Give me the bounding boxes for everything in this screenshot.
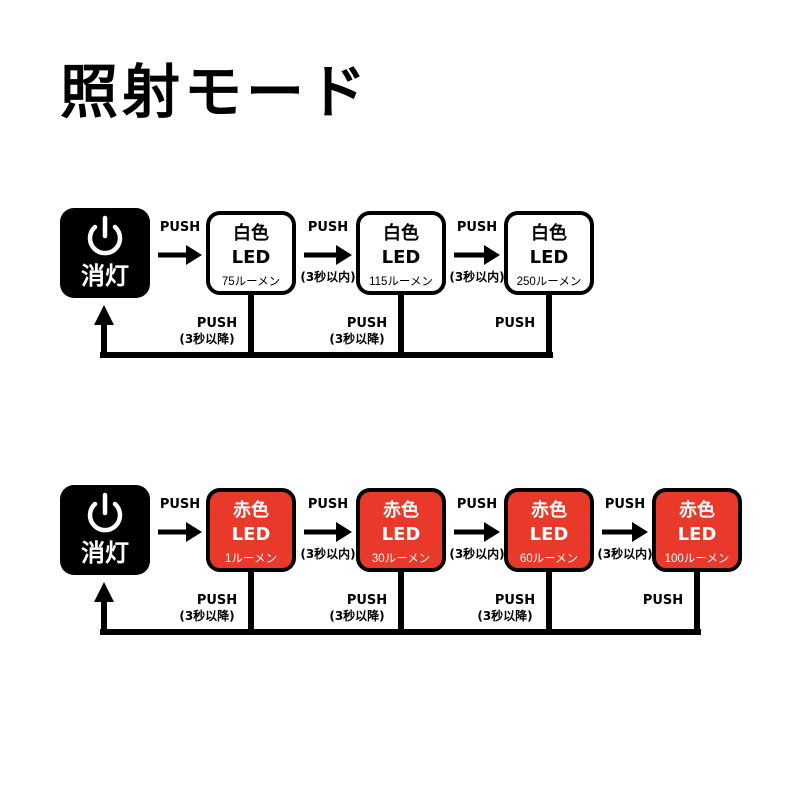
red_mode-return-label-4: PUSH (643, 593, 683, 608)
push-condition-label: (3秒以降) (329, 331, 384, 346)
lumen-label: 115ルーメン (369, 276, 433, 288)
push-label: PUSH (605, 497, 645, 512)
white_mode-led-box-1: 白色 LED 75ルーメン (206, 211, 296, 358)
push-label: PUSH (160, 220, 200, 235)
push-condition-label: (3秒以内) (300, 269, 355, 284)
arrow-head (484, 245, 500, 265)
push-label: PUSH (495, 316, 535, 331)
white_mode-return-label-3: PUSH (495, 316, 535, 331)
off-label: 消灯 (81, 539, 129, 567)
arrow-head (186, 522, 202, 542)
red_mode-return-label-3: PUSH(3秒以降) (477, 593, 535, 623)
led-type-label: LED (530, 524, 569, 545)
lumen-label: 30ルーメン (372, 553, 430, 565)
led-type-label: LED (530, 247, 569, 268)
led-box-bg (652, 488, 742, 572)
push-label: PUSH (197, 593, 237, 608)
white_mode-led-box-3: 白色 LED 250ルーメン (504, 211, 594, 358)
white_mode-led-box-2: 白色 LED 115ルーメン (356, 211, 446, 358)
led-color-label: 赤色 (531, 499, 567, 521)
led-box-bg (356, 211, 446, 295)
led-box-bg (206, 488, 296, 572)
red_mode-led-box-4: 赤色 LED 100ルーメン (652, 488, 742, 635)
led-box-bg (504, 488, 594, 572)
led-color-label: 白色 (233, 222, 269, 244)
led-color-label: 赤色 (383, 499, 419, 521)
push-condition-label: (3秒以内) (449, 546, 504, 561)
led-color-label: 赤色 (679, 499, 715, 521)
red_mode-return-label-1: PUSH(3秒以降) (179, 593, 237, 623)
red_mode-forward-arrow-2: PUSH (3秒以内) (300, 497, 355, 561)
push-condition-label: (3秒以内) (449, 269, 504, 284)
push-condition-label: (3秒以内) (300, 546, 355, 561)
red_mode-led-box-3: 赤色 LED 60ルーメン (504, 488, 594, 635)
arrow-head (336, 522, 352, 542)
push-label: PUSH (308, 497, 348, 512)
push-label: PUSH (308, 220, 348, 235)
push-label: PUSH (160, 497, 200, 512)
red_mode-forward-arrow-1: PUSH (158, 497, 202, 542)
page-title: 照射モード (60, 58, 371, 126)
red_mode-forward-arrow-4: PUSH (3秒以内) (597, 497, 652, 561)
push-label: PUSH (197, 316, 237, 331)
white_mode-forward-arrow-2: PUSH (3秒以内) (300, 220, 355, 284)
lumen-label: 75ルーメン (222, 276, 280, 288)
red_mode-return-label-2: PUSH(3秒以降) (329, 593, 387, 623)
led-box-bg (206, 211, 296, 295)
push-label: PUSH (347, 593, 387, 608)
led-type-label: LED (232, 524, 271, 545)
led-type-label: LED (382, 247, 421, 268)
red_mode-off-box: 消灯 (60, 485, 150, 575)
power-icon (87, 492, 123, 533)
push-condition-label: (3秒以降) (329, 608, 384, 623)
led-box-bg (504, 211, 594, 295)
push-label: PUSH (457, 497, 497, 512)
white_mode-return-label-1: PUSH(3秒以降) (179, 316, 237, 346)
white_mode-forward-arrow-3: PUSH (3秒以内) (449, 220, 504, 284)
lumen-label: 60ルーメン (520, 553, 578, 565)
push-label: PUSH (347, 316, 387, 331)
white_mode-return-arrowhead (94, 305, 114, 325)
power-icon (87, 215, 123, 256)
arrow-head (186, 245, 202, 265)
arrow-head (484, 522, 500, 542)
arrow-head (632, 522, 648, 542)
red_mode-led-box-2: 赤色 LED 30ルーメン (356, 488, 446, 635)
white_mode-forward-arrow-1: PUSH (158, 220, 202, 265)
led-color-label: 赤色 (233, 499, 269, 521)
push-condition-label: (3秒以降) (179, 331, 234, 346)
led-type-label: LED (678, 524, 717, 545)
push-condition-label: (3秒以降) (477, 608, 532, 623)
push-label: PUSH (495, 593, 535, 608)
white_mode-off-box: 消灯 (60, 208, 150, 298)
led-color-label: 白色 (383, 222, 419, 244)
led-box-bg (356, 488, 446, 572)
push-label: PUSH (643, 593, 683, 608)
red_mode-forward-arrow-3: PUSH (3秒以内) (449, 497, 504, 561)
white_mode-return-label-2: PUSH(3秒以降) (329, 316, 387, 346)
push-condition-label: (3秒以降) (179, 608, 234, 623)
led-type-label: LED (382, 524, 421, 545)
off-label: 消灯 (81, 262, 129, 290)
lumen-label: 1ルーメン (225, 553, 277, 565)
arrow-head (336, 245, 352, 265)
lumen-label: 250ルーメン (517, 276, 582, 288)
red_mode-led-box-1: 赤色 LED 1ルーメン (206, 488, 296, 635)
led-type-label: LED (232, 247, 271, 268)
lumen-label: 100ルーメン (665, 553, 730, 565)
power-icon-arc (87, 224, 123, 256)
push-label: PUSH (457, 220, 497, 235)
led-color-label: 白色 (531, 222, 567, 244)
push-condition-label: (3秒以内) (597, 546, 652, 561)
red_mode-return-arrowhead (94, 582, 114, 602)
power-icon-arc (87, 501, 123, 533)
